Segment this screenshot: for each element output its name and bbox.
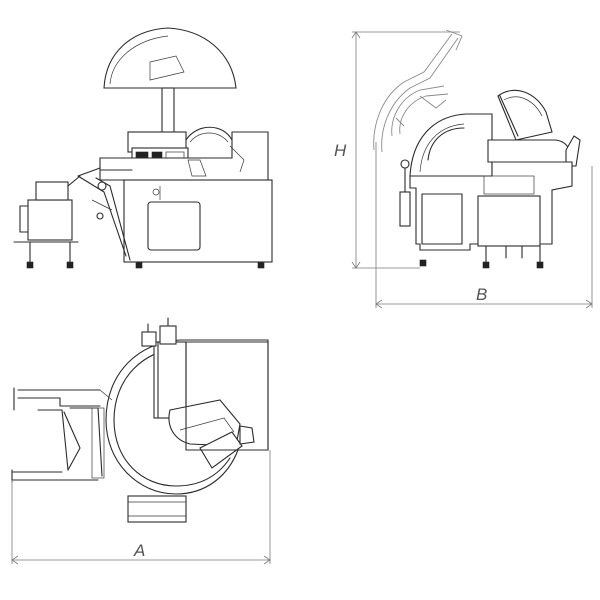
- front-dome-lid: [103, 27, 237, 89]
- front-lid-mast: [161, 87, 175, 139]
- dimension-label-A: A: [133, 541, 145, 560]
- side-lid-raised: [497, 89, 553, 141]
- top-view: A: [11, 317, 271, 565]
- dimension-label-H: H: [334, 141, 347, 160]
- front-view: [13, 27, 273, 269]
- side-view: H B: [334, 29, 593, 309]
- side-loader-ghost: [373, 33, 453, 151]
- top-motor-cylinder: [127, 495, 187, 523]
- dimension-label-B: B: [476, 285, 487, 304]
- front-lifting-cart: [27, 199, 73, 241]
- top-loader-cart: [17, 389, 101, 407]
